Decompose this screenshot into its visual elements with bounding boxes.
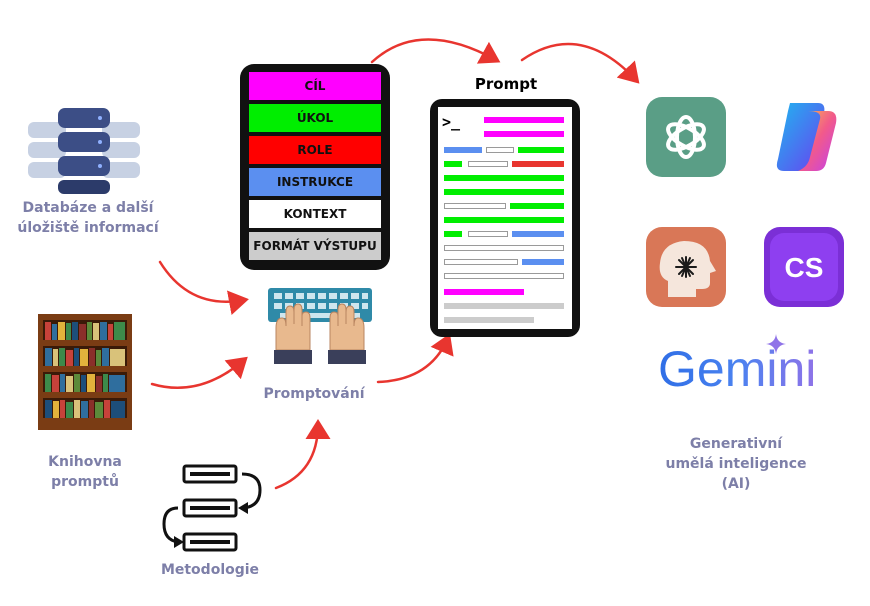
copyai-icon: CS [764,227,844,307]
prompt-line [444,217,564,223]
component-instrukce: INSTRUKCE [249,168,381,196]
arrow-components-to-prompt [370,38,501,64]
methodology-label: Metodologie [160,562,260,578]
copyai-text: CS [785,252,824,283]
terminal-icon: >_ [442,113,461,131]
prompt-line [486,147,514,153]
arrow-prompt-to-ai [520,42,640,84]
databases-label: Databáze a další úložiště informací [17,200,159,236]
component-format-vystupu: FORMÁT VÝSTUPU [249,232,381,260]
prompt-line [444,245,564,251]
prompt-document-page: >_ [438,107,572,329]
copilot-icon [764,97,844,177]
bookshelf-icon [38,314,132,430]
prompt-line [518,147,564,153]
prompt-line [468,231,508,237]
component-ukol: ÚKOL [249,104,381,132]
claude-icon [646,227,726,307]
prompt-line [512,231,564,237]
chatgpt-icon [646,97,726,177]
prompt-line [444,161,462,167]
arrow-library-to-prompting [150,356,248,390]
arrow-databases-to-prompting [158,260,249,316]
keyboard-hands-icon [266,284,374,366]
methodology-icon [160,462,270,557]
prompt-line [444,231,462,237]
arrow-methodology-to-prompting [274,419,331,490]
prompt-line [444,289,524,295]
prompt-line [444,189,564,195]
component-cil: CÍL [249,72,381,100]
prompt-line [468,161,508,167]
gemini-wordmark: Gemini [658,341,817,397]
prompt-line [444,273,564,279]
prompt-line [444,259,518,265]
prompt-title: Prompt [474,75,538,93]
prompt-line [444,175,564,181]
prompt-document: >_ [430,99,580,337]
arrow-prompting-to-prompt [376,333,454,384]
prompt-line [484,131,564,137]
gemini-star-icon [766,334,786,354]
prompt-line [444,147,482,153]
component-role: ROLE [249,136,381,164]
prompt-line [484,117,564,123]
prompt-line [444,303,564,309]
prompt-components-list: CÍL ÚKOL ROLE INSTRUKCE KONTEXT FORMÁT V… [240,64,390,270]
library-label: Knihovna promptů [48,454,122,490]
ai-label: Generativní umělá inteligence (AI) [665,436,807,492]
database-icon [22,104,146,196]
prompt-line [522,259,564,265]
prompt-line [444,203,506,209]
prompting-label: Promptování [263,386,365,402]
prompt-line [444,317,534,323]
component-kontext: KONTEXT [249,200,381,228]
prompt-line [510,203,564,209]
prompt-line [512,161,564,167]
